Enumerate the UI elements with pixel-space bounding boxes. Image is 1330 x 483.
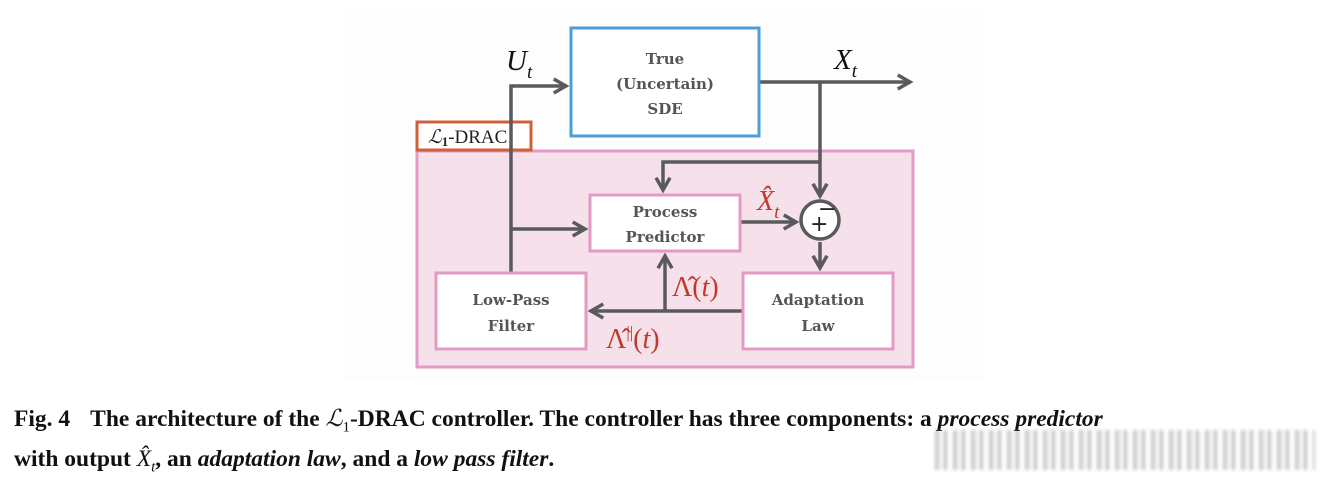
minus-sign: − xyxy=(818,197,836,222)
caption-adaptation-law: adaptation law xyxy=(197,445,341,472)
wire-control-input xyxy=(509,77,570,272)
caption-text: with output xyxy=(14,445,137,472)
filter-label-line2: Filter xyxy=(488,317,536,335)
l1-drac-label: ℒ1-DRAC xyxy=(415,120,533,152)
image-artifact xyxy=(935,430,1315,470)
caption-process-predictor: process predictor xyxy=(937,406,1103,432)
caption-line-1: Fig. 4 The architecture of the ℒ1-DRAC co… xyxy=(14,404,1324,444)
caption-text: -DRAC controller. The controller has thr… xyxy=(349,406,938,432)
plus-sign: + xyxy=(810,212,828,237)
predicted-state-label: X̂t xyxy=(756,186,780,223)
caption-text: . xyxy=(548,445,555,472)
script-l: ℒ xyxy=(428,127,443,148)
figure-number: Fig. 4 xyxy=(14,406,71,432)
summing-junction: + − xyxy=(799,197,841,241)
sde-label-line3: SDE xyxy=(647,100,682,118)
sde-label-line2: (Uncertain) xyxy=(616,75,714,93)
low-pass-filter-block: Low-Pass Filter xyxy=(434,271,588,351)
filter-label-line1: Low-Pass xyxy=(472,291,549,309)
svg-text:ℒ1-DRAC: ℒ1-DRAC xyxy=(428,127,507,149)
wire-state-to-predictor xyxy=(654,160,820,194)
process-predictor-block: Process Predictor xyxy=(588,193,742,253)
figure-caption: Fig. 4 The architecture of the ℒ1-DRAC co… xyxy=(14,404,1324,483)
signal-wires xyxy=(509,73,914,320)
sde-label-line1: True xyxy=(646,50,684,68)
input-signal-label: Ut xyxy=(506,45,533,83)
xhat-symbol: X̂ xyxy=(136,445,152,472)
caption-line-2: with output X̂t, an adaptation law, and … xyxy=(14,444,1324,483)
script-l-symbol: ℒ xyxy=(325,406,343,432)
true-sde-block: True (Uncertain) SDE xyxy=(569,26,761,138)
adaptation-label-line2: Law xyxy=(801,317,835,335)
filtered-estimate-label: Λ̂||(t) xyxy=(606,323,660,355)
predictor-label-line2: Predictor xyxy=(626,228,706,246)
caption-text: , an xyxy=(155,445,198,472)
drac-text: -DRAC xyxy=(448,127,507,148)
l1-drac-block-diagram: ℒ1-DRAC True (Uncertain) SDE Process Pre… xyxy=(415,26,915,369)
adaptive-estimate-label: Λ̂(t) xyxy=(672,272,719,303)
xhat-subscript: t xyxy=(151,459,156,476)
adaptation-label-line1: Adaptation xyxy=(771,291,865,309)
caption-text: , and a xyxy=(340,445,414,472)
adaptation-law-block: Adaptation Law xyxy=(741,271,895,351)
caption-text: The architecture of the xyxy=(90,406,326,432)
output-signal-label: Xt xyxy=(833,44,858,82)
caption-low-pass-filter: low pass filter xyxy=(413,445,549,472)
script-l-subscript: 1 xyxy=(442,134,449,149)
script-l-subscript: 1 xyxy=(342,419,350,436)
predictor-label-line1: Process xyxy=(633,203,698,221)
